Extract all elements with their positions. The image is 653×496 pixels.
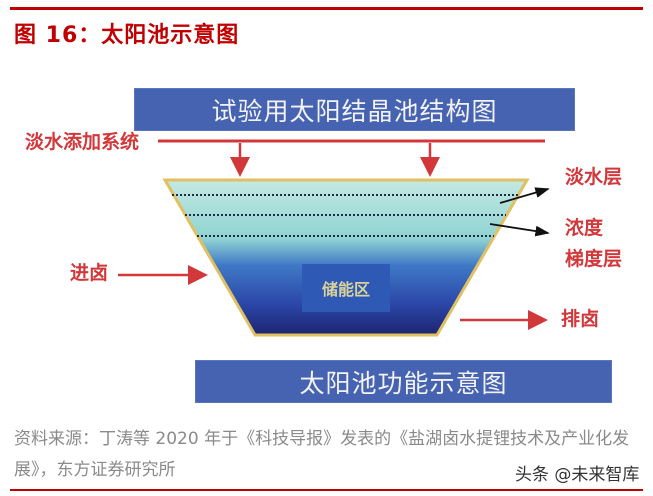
watermark: 头条 @未来智库 [515, 465, 640, 485]
brine-out-label: 排卤 [561, 308, 600, 330]
fresh-water-layer-label: 淡水层 [565, 166, 623, 188]
function-diagram-banner: 太阳池功能示意图 [195, 360, 612, 403]
gradient-layer-label: 浓度 梯度层 [565, 213, 622, 275]
figure-title: 图 16：太阳池示意图 [14, 23, 240, 48]
fresh-water-system-label: 淡水添加系统 [25, 131, 140, 153]
source-note: 资料来源：丁涛等 2020 年于《科技导报》发表的《盐湖卤水提锂技术及产业化发展… [14, 429, 630, 480]
structure-diagram-banner: 试验用太阳结晶池结构图 [134, 88, 575, 131]
gradient-layer-pointer [489, 223, 550, 237]
brine-in-label: 进卤 [70, 262, 109, 284]
gradient-layer-label-line2: 梯度层 [565, 248, 623, 270]
top-rule [10, 7, 643, 10]
gradient-layer-label-line1: 浓度 [565, 217, 604, 239]
bottom-rule [10, 489, 643, 491]
fresh-layer-pointer [499, 187, 550, 204]
storage-zone-box: 储能区 [302, 264, 390, 312]
pool-body [162, 178, 530, 337]
